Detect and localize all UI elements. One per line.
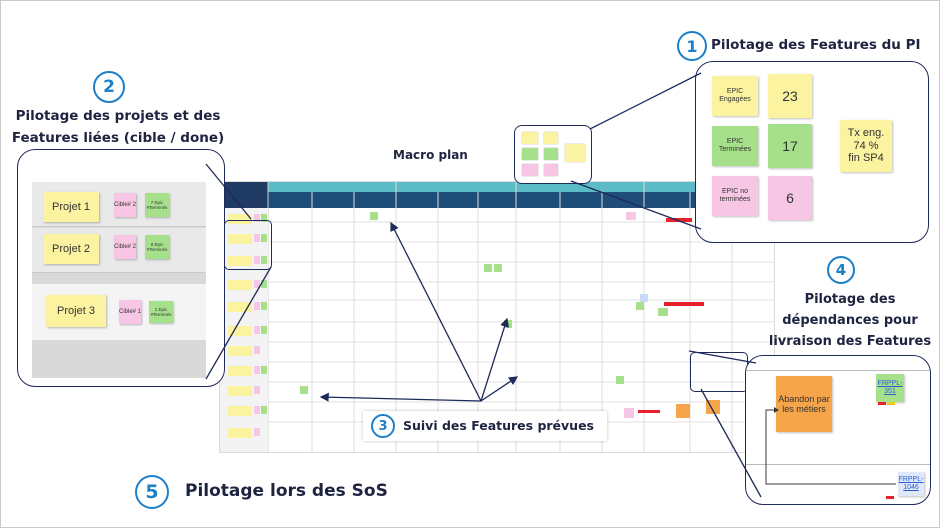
mini-done-value <box>544 148 558 160</box>
dep-divider-top <box>746 370 930 371</box>
dependency-highlight <box>690 352 748 392</box>
section-2-title-line2: Features liées (cible / done) <box>11 130 225 146</box>
mini-engaged <box>522 132 538 144</box>
project-column-highlight <box>224 220 272 270</box>
rate-line-3: fin SP4 <box>848 152 884 165</box>
mini-engaged-value <box>544 132 558 144</box>
epic-done-value: 17 <box>768 124 812 168</box>
project-2-done: 8 Epic #Terminés <box>145 235 169 259</box>
section-5-title: Pilotage lors des SoS <box>185 481 388 501</box>
projects-zoom-panel: Projet 1 Cible# 2 7 Epic #Terminés Proje… <box>17 149 225 387</box>
frppl-351-line2: 351 <box>884 388 896 395</box>
epic-engaged-label: EPIC Engagées <box>712 76 758 116</box>
pi-cluster-highlight <box>514 125 592 184</box>
project-2-sticky: Projet 2 <box>43 234 99 264</box>
project-1-target: Cible# 2 <box>114 193 136 217</box>
rate-line-2: 74 % <box>853 139 879 152</box>
project-3-target: Cible# 1 <box>119 300 141 324</box>
project-3-done: 1 Epic #Terminés <box>149 301 173 323</box>
project-1-sticky: Projet 1 <box>43 192 99 222</box>
project-1-done: 7 Epic #Terminés <box>145 193 169 217</box>
section-4-title-line3: livraison des Features <box>768 334 932 349</box>
section-4-title: Pilotage des dépendances pour livraison … <box>765 289 935 352</box>
mini-notdone <box>522 164 538 176</box>
section-3-title: Suivi des Features prévues <box>403 418 594 433</box>
section-1-title: Pilotage des Features du PI <box>711 37 921 53</box>
mini-done <box>522 148 538 160</box>
frppl-351-status <box>878 402 886 405</box>
section-2-title-line1: Pilotage des projets et des <box>15 108 221 124</box>
epic-done-label: EPIC Terminées <box>712 126 758 166</box>
dependency-link <box>765 407 896 485</box>
section-2-title: Pilotage des projets et des Features lié… <box>9 105 227 149</box>
project-3-sticky: Projet 3 <box>46 295 106 327</box>
frppl-1046-line1: FRPPL- <box>898 475 924 483</box>
section-2-number: 2 <box>93 71 125 103</box>
section-1-number: 1 <box>677 31 707 61</box>
dependencies-zoom-panel: Abandon par les métiers FRPPL- 351 FRPPL… <box>745 355 931 505</box>
engagement-rate-sticky: Tx eng. 74 % fin SP4 <box>840 120 892 172</box>
mini-notdone-value <box>544 164 558 176</box>
frppl-351-status-2 <box>887 402 895 405</box>
frppl-351-line1: FRPPL- <box>877 379 903 387</box>
frppl-1046-status <box>886 496 894 499</box>
frppl-351-sticky: FRPPL- 351 <box>876 374 904 402</box>
section-3-number: 3 <box>371 414 395 438</box>
frppl-1046-line2: 1046 <box>903 484 919 491</box>
dep-divider-bottom <box>746 464 930 465</box>
frppl-1046-sticky: FRPPL- 1046 <box>898 472 924 496</box>
section-3-label-box <box>363 411 607 441</box>
section-4-title-line2: dépendances pour <box>782 313 918 328</box>
section-4-number: 4 <box>827 256 855 284</box>
macro-plan-title: Macro plan <box>393 148 468 162</box>
epic-notdone-label: EPIC no terminées <box>712 176 758 216</box>
epic-engaged-value: 23 <box>768 74 812 118</box>
pi-zoom-panel: EPIC Engagées 23 EPIC Terminées 17 EPIC … <box>695 61 929 243</box>
section-4-title-line1: Pilotage des <box>804 292 896 307</box>
project-2-target: Cible# 2 <box>114 235 136 259</box>
abandon-sticky: Abandon par les métiers <box>776 376 832 432</box>
epic-notdone-value: 6 <box>768 176 812 220</box>
section-5-number: 5 <box>135 475 169 509</box>
mini-rate <box>565 144 585 162</box>
rate-line-1: Tx eng. <box>847 127 885 140</box>
